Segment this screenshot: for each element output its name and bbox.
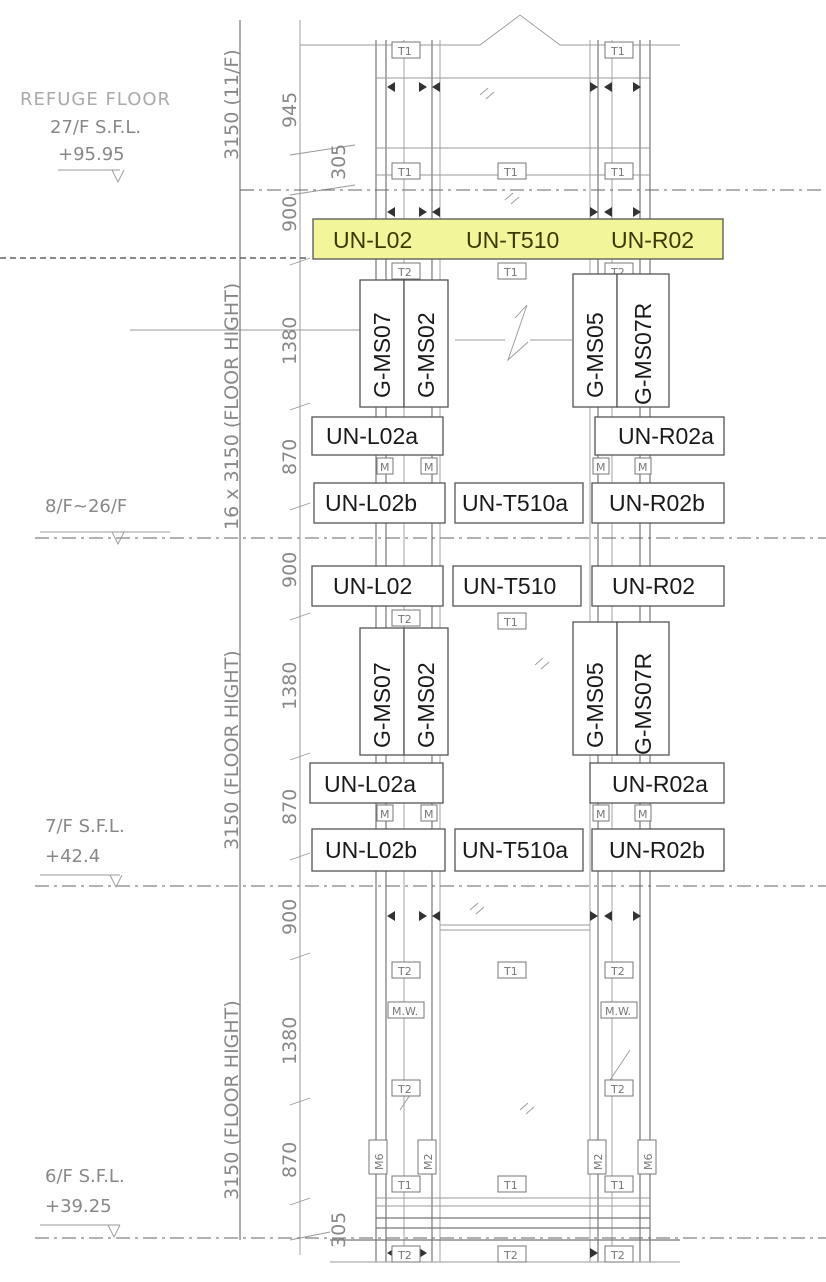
dim-title-floor6: 3150 (FLOOR HIGHT) — [221, 1000, 243, 1200]
dim-870-2: 870 — [279, 789, 301, 825]
panel-label-g-ms02: G-MS02 — [413, 662, 439, 748]
panel-label-un-l02: UN-L02 — [333, 573, 412, 599]
panel-label-un-r02a: UN-R02a — [618, 423, 714, 449]
tag-t2: T2 — [610, 965, 625, 978]
panel-label-un-r02b: UN-R02b — [609, 490, 705, 516]
panel-label-g-ms05: G-MS05 — [582, 312, 608, 398]
dim-900-1: 900 — [279, 196, 301, 232]
tag-mw: M.W. — [605, 1005, 631, 1018]
tag-m: M — [380, 461, 390, 474]
panel-label-g-ms05: G-MS05 — [582, 662, 608, 748]
panel-label-g-ms07: G-MS07 — [369, 312, 395, 398]
dim-900-3: 900 — [279, 899, 301, 935]
panel-label-un-t510: UN-T510 — [463, 573, 556, 599]
dimension-values: 945 305 900 1380 870 900 1380 870 900 13… — [221, 49, 350, 1248]
tag-m: M — [424, 461, 434, 474]
dim-1380-1: 1380 — [279, 317, 301, 365]
tag-t2: T2 — [397, 1083, 412, 1096]
tag-m: M — [638, 808, 648, 821]
tag-t1: T1 — [610, 45, 625, 58]
panel-label-un-l02a: UN-L02a — [324, 771, 416, 797]
tag-t2: T2 — [610, 1249, 625, 1262]
dim-870-1: 870 — [279, 439, 301, 475]
tag-t2: T2 — [503, 1249, 518, 1262]
panel-row-refuge: UN-L02 UN-T510 UN-R02 — [312, 218, 724, 260]
tag-t1: T1 — [503, 1179, 518, 1192]
tag-m6: M6 — [642, 1154, 655, 1171]
panel-label-un-r02b: UN-R02b — [609, 837, 705, 863]
tag-t1: T1 — [610, 166, 625, 179]
floor7-level-value: +42.4 — [45, 846, 100, 867]
floor7-sfl-label: 7/F S.F.L. — [45, 816, 125, 837]
tag-m2: M2 — [592, 1154, 605, 1171]
refuge-sfl-label: 27/F S.F.L. — [50, 117, 141, 138]
tag-m6: M6 — [373, 1154, 386, 1171]
tag-t1: T1 — [503, 266, 518, 279]
tag-t2: T2 — [397, 965, 412, 978]
floor6-level-value: +39.25 — [45, 1196, 112, 1217]
dim-305-bottom: 305 — [328, 1212, 350, 1248]
panel-label-un-r02a: UN-R02a — [612, 771, 708, 797]
tag-t2: T2 — [397, 266, 412, 279]
tag-t1: T1 — [397, 166, 412, 179]
panel-label-un-t510a: UN-T510a — [462, 490, 568, 516]
panel-label-g-ms07: G-MS07 — [369, 662, 395, 748]
tag-mw: M.W. — [392, 1005, 418, 1018]
tag-m2: M2 — [422, 1154, 435, 1171]
panel-label-un-l02b: UN-L02b — [325, 837, 417, 863]
tag-m: M — [424, 808, 434, 821]
refuge-floor-label: REFUGE FLOOR — [20, 89, 171, 110]
tag-t2: T2 — [397, 613, 412, 626]
dim-title-floor7: 3150 (FLOOR HIGHT) — [221, 650, 243, 850]
typical-floor-label: 8/F~26/F — [45, 496, 127, 517]
tag-t1: T1 — [397, 1179, 412, 1192]
panel-group-upper: G-MS07 G-MS02 G-MS05 G-MS07R UN-L02a UN-… — [311, 273, 725, 607]
dim-1380-3: 1380 — [279, 1017, 301, 1065]
dim-870-3: 870 — [279, 1142, 301, 1178]
panel-label-un-l02a: UN-L02a — [326, 423, 418, 449]
panel-label-un-l02: UN-L02 — [333, 227, 412, 253]
panel-box-highlight — [312, 218, 724, 260]
dimension-lines — [0, 20, 826, 1241]
tag-m: M — [380, 808, 390, 821]
dim-305-top: 305 — [328, 144, 350, 180]
dim-1380-2: 1380 — [279, 662, 301, 710]
dim-945: 945 — [279, 92, 301, 128]
tag-t1: T1 — [503, 166, 518, 179]
floor6-sfl-label: 6/F S.F.L. — [45, 1166, 125, 1187]
tag-t1: T1 — [503, 965, 518, 978]
tag-t1: T1 — [610, 1179, 625, 1192]
panel-label-un-l02b: UN-L02b — [325, 490, 417, 516]
tag-t1: T1 — [397, 45, 412, 58]
refuge-level-value: +95.95 — [58, 144, 125, 165]
panel-label-un-t510a: UN-T510a — [462, 837, 568, 863]
tag-m: M — [596, 461, 606, 474]
level-labels: REFUGE FLOOR 27/F S.F.L. +95.95 8/F~26/F… — [20, 89, 171, 1239]
panel-label-un-r02: UN-R02 — [612, 573, 695, 599]
panel-label-g-ms07r: G-MS07R — [630, 653, 656, 755]
panel-label-g-ms02: G-MS02 — [413, 312, 439, 398]
dim-900-2: 900 — [279, 552, 301, 588]
panel-label-un-r02: UN-R02 — [611, 227, 694, 253]
panel-group-lower: G-MS07 G-MS02 G-MS05 G-MS07R UN-L02a UN-… — [309, 621, 725, 872]
panel-label-g-ms07r: G-MS07R — [630, 303, 656, 405]
tag-m: M — [596, 808, 606, 821]
dim-title-top: 3150 (11/F) — [221, 49, 243, 160]
panel-label-un-t510: UN-T510 — [466, 227, 559, 253]
tag-m: M — [638, 461, 648, 474]
component-tags: T1 T1 T1 T1 T1 T2 T1 T2 M M M M T2 T1 M … — [368, 41, 657, 1263]
tag-t1: T1 — [503, 616, 518, 629]
dim-title-typical: 16 x 3150 (FLOOR HIGHT) — [221, 283, 243, 530]
tag-t2: T2 — [397, 1249, 412, 1262]
tag-t2: T2 — [610, 1083, 625, 1096]
